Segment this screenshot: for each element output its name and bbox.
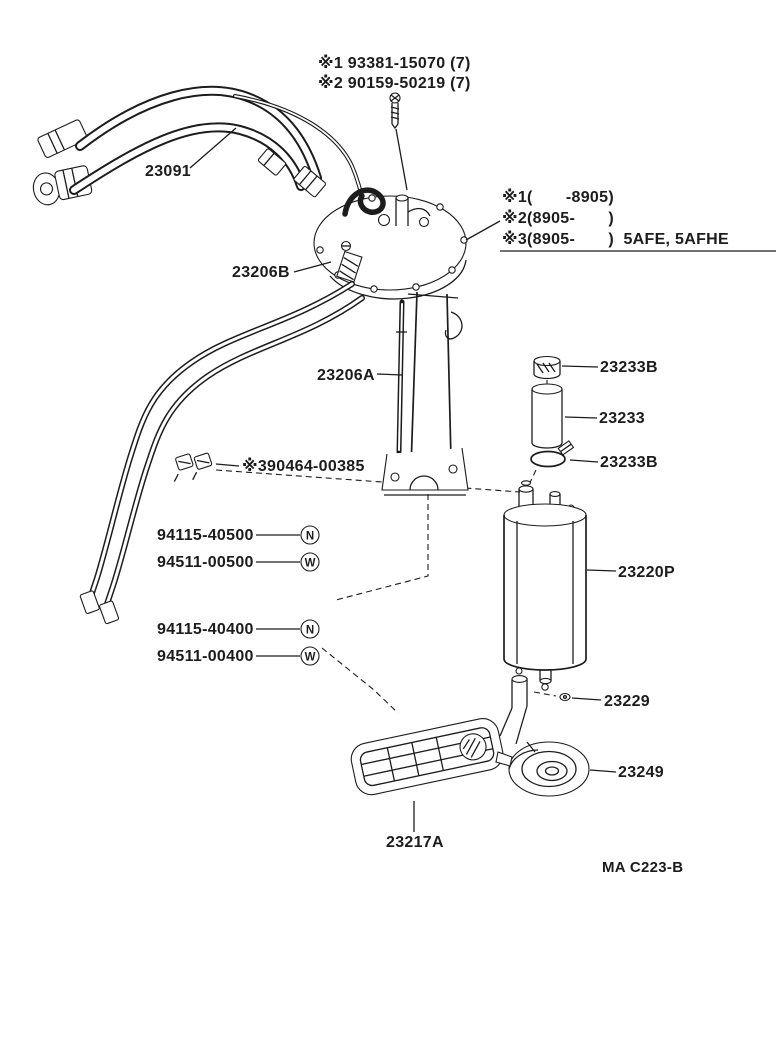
clip-drawing [173, 452, 213, 482]
screw-icon [389, 92, 408, 191]
washer-symbol-icon [300, 552, 320, 572]
bracket-drawing [381, 291, 469, 496]
nut-symbol-icon [300, 619, 320, 639]
applicability-line-2: ※2(8905- ) [502, 209, 614, 227]
fastener-number: 94115-40500 [157, 527, 254, 544]
part-label-clamp-upper: 23233B [600, 359, 658, 376]
plate-sub-assy-drawing [313, 187, 468, 300]
fastener-number: 94115-40400 [157, 621, 254, 638]
part-label-pump-filter: 23249 [618, 764, 664, 781]
fuel-pump-drawing [503, 480, 587, 691]
nut-symbol-icon [300, 525, 320, 545]
washer-symbol-letter: W [305, 652, 316, 664]
filter-hose-stack-drawing [530, 355, 575, 468]
fastener-number: 94511-00400 [157, 648, 254, 665]
fastener-row-washer-400: 94511-00400 W [157, 646, 320, 666]
leader-lines [189, 127, 617, 832]
part-label-clip-note: ※390464-00385 [242, 457, 365, 475]
fastener-row-washer-500: 94511-00500 W [157, 552, 320, 572]
grommet-drawing [559, 692, 571, 702]
dashed-guide-lines [215, 469, 557, 714]
washer-symbol-icon [300, 646, 320, 666]
part-label-filter-hose: 23233 [599, 410, 645, 427]
part-label-grommet: 23229 [604, 693, 650, 710]
part-label-bracket: 23206A [317, 367, 375, 384]
fastener-row-nut-500: 94115-40500 N [157, 525, 320, 545]
fuel-tubes-drawing [79, 281, 365, 625]
applicability-line-1: ※1( -8905) [502, 188, 614, 206]
washer-symbol-letter: W [305, 558, 316, 570]
part-label-clamp-lower: 23233B [600, 454, 658, 471]
part-label-strainer: 23217A [386, 834, 444, 851]
nut-symbol-letter: N [306, 625, 314, 637]
screw-note-2: ※2 90159-50219 (7) [318, 74, 471, 92]
strainer-drawing [350, 667, 528, 796]
screw-note-1: ※1 93381-15070 (7) [318, 54, 471, 72]
fuel-hose-drawing [32, 85, 366, 210]
fastener-row-nut-400: 94115-40400 N [157, 619, 320, 639]
part-label-fuel-pump: 23220P [618, 564, 675, 581]
part-label-fuel-hose: 23091 [145, 163, 191, 180]
fastener-number: 94511-00500 [157, 554, 254, 571]
applicability-line-3: ※3(8905- ) 5AFE, 5AFHE [502, 230, 729, 248]
nut-symbol-letter: N [306, 531, 314, 543]
part-label-plate: 23206B [232, 264, 290, 281]
pump-filter-drawing [495, 741, 590, 797]
figure-code: MA C223-B [602, 859, 683, 876]
